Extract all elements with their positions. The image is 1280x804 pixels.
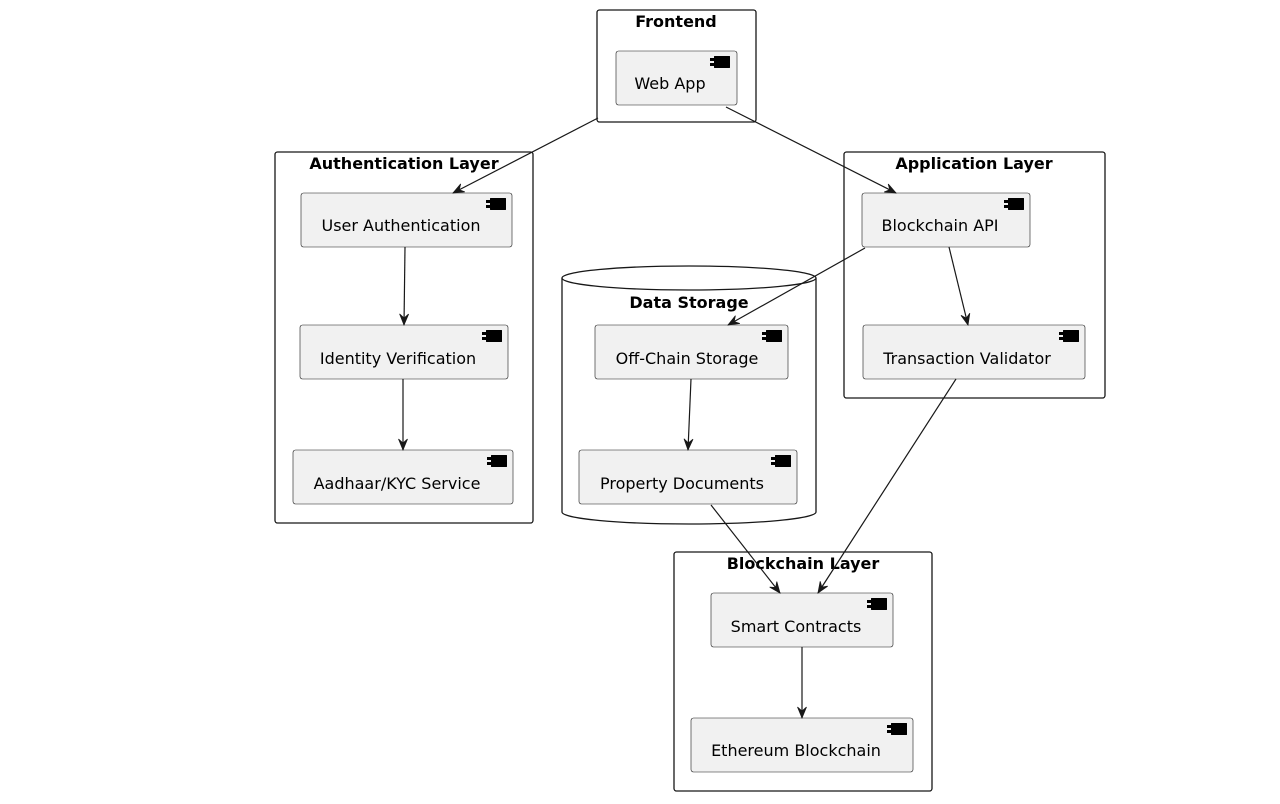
component-label: Off-Chain Storage <box>616 349 759 368</box>
edge-web-app-to-user-auth <box>452 117 599 194</box>
component-smart-contracts[interactable]: Smart Contracts <box>710 592 894 648</box>
arrowhead <box>398 438 408 452</box>
edge-blockchain-api-to-tx-validator <box>948 246 969 326</box>
component-label: Identity Verification <box>320 349 476 368</box>
component-aadhaar-kyc-service[interactable]: Aadhaar/KYC Service <box>292 449 514 505</box>
arrowhead <box>399 313 409 327</box>
component-label: Ethereum Blockchain <box>711 741 881 760</box>
edge-offchain-to-property-docs <box>687 378 692 451</box>
package-title: Application Layer <box>895 154 1052 173</box>
edge-property-docs-to-smart-contracts <box>710 504 781 594</box>
edge-user-auth-to-identity <box>403 246 406 326</box>
component-label: Aadhaar/KYC Service <box>314 474 481 493</box>
arrowhead <box>683 438 694 452</box>
package-title: Blockchain Layer <box>727 554 880 573</box>
component-label: Transaction Validator <box>882 349 1051 368</box>
component-identity-verification[interactable]: Identity Verification <box>299 324 509 380</box>
arrowhead <box>884 183 897 194</box>
component-off-chain-storage[interactable]: Off-Chain Storage <box>594 324 789 380</box>
arrowhead <box>817 581 828 594</box>
arrowhead <box>960 312 971 327</box>
component-label: Web App <box>634 74 705 93</box>
component-web-app[interactable]: Web App <box>615 50 738 106</box>
edge-web-app-to-blockchain-api <box>725 106 897 194</box>
package-title: Frontend <box>635 12 717 31</box>
edges <box>398 106 971 720</box>
edge-tx-validator-to-smart-contracts <box>817 378 957 594</box>
component-label: Property Documents <box>600 474 764 493</box>
arrowhead <box>727 315 740 326</box>
component-label: Blockchain API <box>882 216 999 235</box>
component-blockchain-api[interactable]: Blockchain API <box>861 192 1031 248</box>
component-label: User Authentication <box>321 216 480 235</box>
component-label: Smart Contracts <box>731 617 862 636</box>
component-user-authentication[interactable]: User Authentication <box>300 192 513 248</box>
arrowhead <box>797 706 807 720</box>
component-transaction-validator[interactable]: Transaction Validator <box>862 324 1086 380</box>
database-top <box>561 265 817 291</box>
edge-blockchain-api-to-offchain <box>727 247 866 326</box>
package-title: Data Storage <box>629 293 748 312</box>
component-ethereum-blockchain[interactable]: Ethereum Blockchain <box>690 717 914 773</box>
package-title: Authentication Layer <box>309 154 498 173</box>
arrowhead <box>769 581 781 594</box>
component-property-documents[interactable]: Property Documents <box>578 449 798 505</box>
arrowhead <box>452 183 465 194</box>
